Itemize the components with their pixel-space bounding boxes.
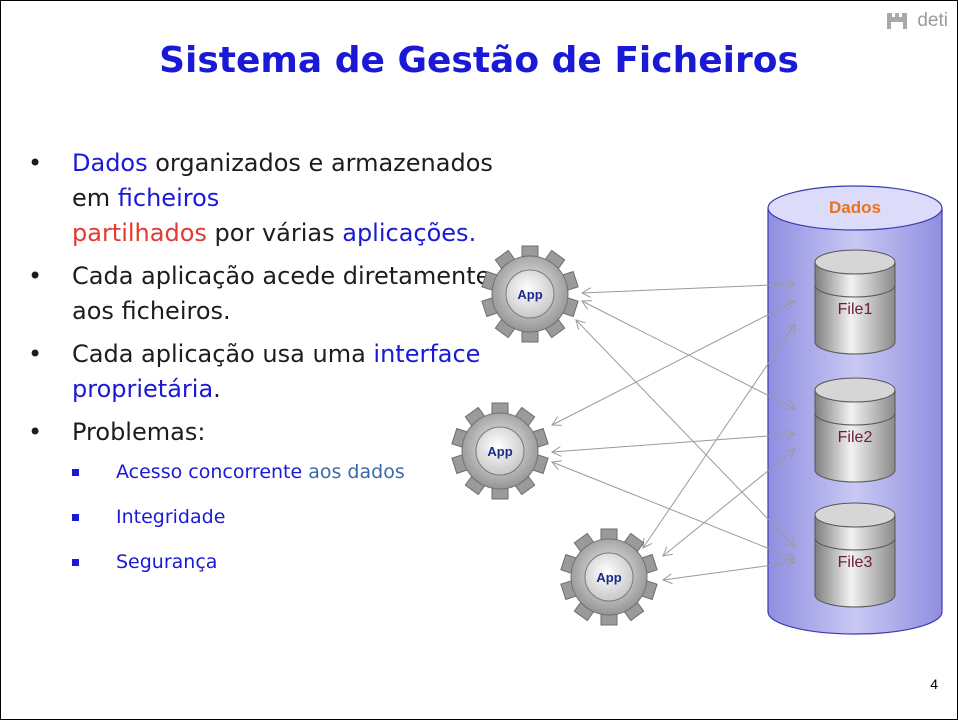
bullet-item: Cada aplicação usa uma interface proprie… xyxy=(28,337,498,407)
sub-bullet-text: Integridade xyxy=(116,506,226,528)
sub-bullet-text: aos dados xyxy=(302,461,405,483)
sub-bullet-item: Integridade xyxy=(72,505,498,530)
highlight-ficheiros: ficheiros xyxy=(117,184,220,212)
highlight-dados: Dados xyxy=(72,149,148,177)
bullet-text: . xyxy=(213,375,221,403)
highlight-interface: interface proprietária xyxy=(72,340,481,403)
bullet-text: Cada aplicação acede diretamente aos fic… xyxy=(72,262,491,325)
slide-title: Sistema de Gestão de Ficheiros xyxy=(159,40,799,81)
sub-bullet-item: Acesso concorrente aos dados xyxy=(72,460,498,485)
bullet-item: Dados organizados e armazenados em fiche… xyxy=(28,146,498,251)
bullet-text: por várias xyxy=(206,219,343,247)
deti-logo: deti xyxy=(885,10,948,32)
highlight-aplicacoes: aplicações. xyxy=(342,219,477,247)
castle-icon xyxy=(887,13,908,29)
bullet-text: Problemas: xyxy=(72,418,206,446)
bullet-list: Dados organizados e armazenados em fiche… xyxy=(28,146,498,595)
sub-bullet-text: Acesso concorrente xyxy=(116,461,303,483)
sub-bullet-list: Acesso concorrente aos dados Integridade… xyxy=(72,460,498,575)
bullet-text: Cada aplicação usa uma xyxy=(72,340,374,368)
highlight-partilhados: partilhados xyxy=(72,219,207,247)
sub-bullet-item: Segurança xyxy=(72,550,498,575)
sub-bullet-text: Segurança xyxy=(116,551,218,573)
bullet-item: Problemas: Acesso concorrente aos dados … xyxy=(28,415,498,575)
bullet-item: Cada aplicação acede diretamente aos fic… xyxy=(28,259,498,329)
page-number: 4 xyxy=(930,676,938,692)
bullet-text: organizados e armazenados em xyxy=(72,149,493,212)
logo-text: deti xyxy=(917,10,948,31)
